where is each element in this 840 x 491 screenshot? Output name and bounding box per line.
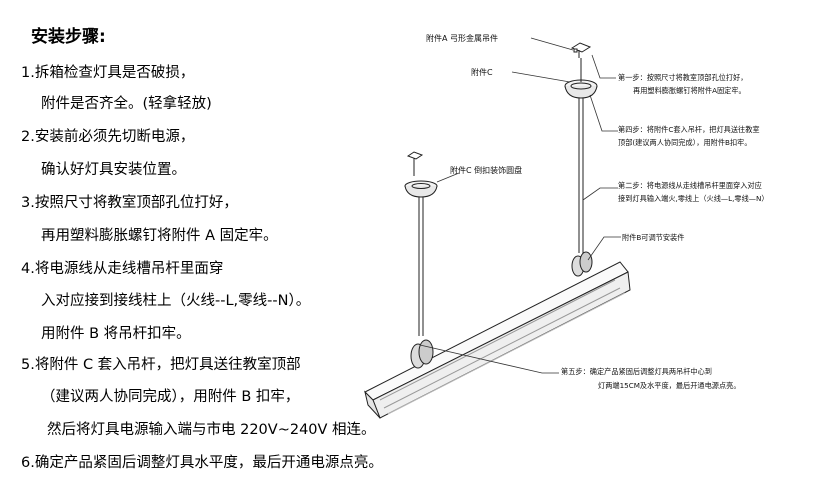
step-2-line-1: 2.安装前必须先切断电源， — [21, 129, 195, 145]
step-2-line-2: 确认好灯具安装位置。 — [41, 162, 186, 178]
note-step-2-line-1: 第二步：将电源线从走线槽吊杆里面穿入对应 — [618, 181, 762, 190]
right-rod-icon — [578, 98, 584, 253]
step-5-line-3: 然后将灯具电源输入端与市电 220V~240V 相连。 — [47, 422, 376, 438]
step-3-line-2: 再用塑料膨胀螺钉将附件 A 固定牢。 — [41, 228, 278, 244]
lamp-body-icon — [364, 251, 631, 419]
note-step-5-line-2: 灯两端15CM及水平度，最后开通电源点亮。 — [598, 381, 741, 390]
left-bracket-icon — [406, 151, 424, 176]
label-attachment-c-disc: 附件C 倒扣装饰圆盘 — [450, 165, 522, 175]
step-5-line-1: 5.将附件 C 套入吊杆，把灯具送往教室顶部 — [21, 357, 301, 373]
leader-lines — [419, 37, 621, 374]
install-steps-title: 安装步骤: — [31, 27, 106, 47]
label-attachment-a: 附件A 弓形金属吊件 — [426, 33, 498, 43]
step-5-line-2: （建议两人协同完成），用附件 B 扣牢， — [41, 389, 300, 405]
decorative-disc-c-icon — [404, 180, 438, 198]
step-4-line-2: 入对应接到接线柱上（火线--L,零线--N）。 — [41, 293, 311, 309]
step-6-line-1: 6.确定产品紧固后调整灯具水平度，最后开通电源点亮。 — [21, 455, 383, 471]
label-attachment-c: 附件C — [471, 67, 493, 77]
step-1-line-2: 附件是否齐全。(轻拿轻放) — [41, 96, 212, 112]
left-rod-icon — [418, 197, 424, 336]
note-step-4-line-2: 顶部(建议两人协同完成），用附件B扣牢。 — [618, 138, 752, 147]
step-4-line-3: 用附件 B 将吊杆扣牢。 — [41, 326, 191, 342]
step-3-line-1: 3.按照尺寸将教室顶部孔位打好， — [21, 195, 238, 211]
note-step-5-line-1: 第五步：确定产品紧固后调整灯具两吊杆中心到 — [561, 367, 712, 376]
note-step-1-line-2: 再用塑料膨胀螺钉将附件A固定牢。 — [633, 86, 746, 95]
cover-c-icon — [564, 58, 598, 99]
note-step-2-line-2: 接到灯具输入端火,零线上（火线—L,零线—N） — [618, 194, 769, 203]
note-step-4-line-1: 第四步：将附件C套入吊杆，把灯具送往教室 — [618, 125, 760, 134]
bracket-a-icon — [570, 42, 592, 58]
step-1-line-1: 1.拆箱检查灯具是否破损， — [21, 65, 195, 81]
step-4-line-1: 4.将电源线从走线槽吊杆里面穿 — [21, 261, 224, 277]
note-step-1-line-1: 第一步：按照尺寸将教室顶部孔位打好， — [618, 73, 747, 82]
label-attachment-b: 附件B可调节安装件 — [622, 233, 684, 242]
